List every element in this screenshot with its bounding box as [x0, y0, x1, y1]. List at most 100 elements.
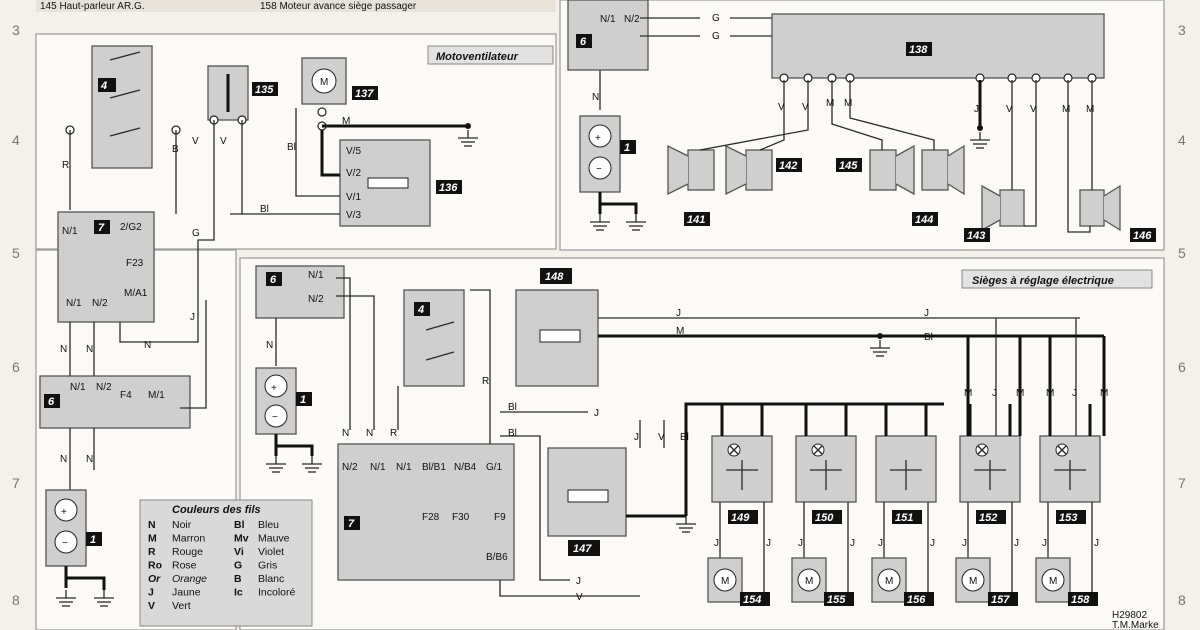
- motor-symbol: M: [969, 576, 977, 587]
- section-seats-title: Sièges à réglage électrique: [972, 275, 1114, 287]
- legend-name: Noir: [172, 519, 192, 531]
- svg-text:143: 143: [967, 230, 985, 242]
- motor-symbol: M: [885, 576, 893, 587]
- legend-title: Couleurs des fils: [172, 504, 261, 516]
- wire-label-seat-bus: M: [964, 388, 972, 399]
- wire-label-n-tr: N: [592, 92, 599, 103]
- svg-text:−: −: [62, 538, 68, 549]
- speaker-144: 144: [912, 144, 965, 226]
- wire-label-j-b1: J: [594, 408, 599, 419]
- header-left: 145 Haut-parleur AR.G.: [40, 1, 145, 12]
- wire-label-g-2: G: [712, 31, 720, 42]
- svg-text:+: +: [595, 133, 601, 144]
- wire-label-j-left: J: [190, 312, 195, 323]
- svg-text:−: −: [596, 164, 602, 175]
- svg-text:4: 4: [100, 80, 107, 92]
- wire-label-v-2: V: [220, 136, 227, 147]
- row-marker-6: 6: [12, 359, 20, 375]
- svg-text:N/1: N/1: [66, 298, 82, 309]
- svg-text:Bl/B1: Bl/B1: [422, 462, 446, 473]
- wire-label-v-tr-1: V: [778, 102, 785, 113]
- svg-text:+: +: [271, 383, 277, 394]
- svg-text:142: 142: [779, 160, 797, 172]
- section-fan-title: Motoventilateur: [436, 51, 519, 63]
- svg-text:N/1: N/1: [396, 462, 412, 473]
- svg-text:V/1: V/1: [346, 192, 361, 203]
- component-7-bottom: 7 N/2 N/1 N/1 Bl/B1 N/B4 G/1 F28 F30 F9 …: [337, 443, 515, 581]
- row-markers-left: 3 4 5 6 7 8: [12, 22, 20, 608]
- component-138: 138: [771, 13, 1105, 79]
- wire-label-j-module-2: J: [766, 538, 771, 549]
- speaker-142: 142: [725, 144, 802, 196]
- wire-label-bl-fan-2: Bl: [260, 204, 269, 215]
- wire-label-j-module-2: J: [1014, 538, 1019, 549]
- wire-label-v-1: V: [192, 136, 199, 147]
- legend-code: Vi: [234, 546, 244, 558]
- component-4-bottom: 4: [403, 289, 465, 387]
- legend-code: Mv: [234, 533, 249, 545]
- legend-code: G: [234, 560, 242, 572]
- row-marker-8: 8: [12, 592, 20, 608]
- svg-text:N/B4: N/B4: [454, 462, 477, 473]
- component-136-resistor: V/5 V/2 V/1 V/3 136: [339, 139, 462, 227]
- wire-label-j-module: J: [714, 538, 719, 549]
- component-6-bottom: 6 N/1 N/2: [255, 265, 345, 319]
- module-number: 153: [1059, 512, 1077, 524]
- component-135: 135: [207, 65, 278, 125]
- svg-text:146: 146: [1133, 230, 1152, 242]
- svg-text:N/2: N/2: [342, 462, 358, 473]
- wire-label-n-bl: N: [266, 340, 273, 351]
- motor-symbol: M: [805, 576, 813, 587]
- module-number: 150: [815, 512, 834, 524]
- svg-text:N/2: N/2: [96, 382, 112, 393]
- svg-text:V/5: V/5: [346, 146, 361, 157]
- component-147: 147: [547, 447, 627, 556]
- module-number: 151: [895, 512, 913, 524]
- svg-text:136: 136: [439, 182, 458, 194]
- footer-author: T.M.Marke: [1112, 620, 1159, 630]
- wire-label-m-tr-1: M: [826, 98, 834, 109]
- component-7-left: 7 N/1 2/G2 F23 M/A1 N/1 N/2: [57, 211, 155, 323]
- legend-name: Vert: [172, 600, 191, 612]
- motor-number: 158: [1071, 594, 1090, 606]
- svg-text:N/1: N/1: [370, 462, 386, 473]
- motor-number: 156: [907, 594, 926, 606]
- wire-label-r-top: R: [62, 160, 69, 171]
- wire-label-v-tr-4: V: [1030, 104, 1037, 115]
- svg-text:V/2: V/2: [346, 168, 361, 179]
- legend-code: J: [148, 587, 154, 599]
- component-148: 148: [515, 268, 599, 387]
- wire-label-j-module: J: [1042, 538, 1047, 549]
- svg-text:6: 6: [580, 36, 587, 48]
- row-marker-7-right: 7: [1178, 475, 1186, 491]
- wire-label-seat-bus: M: [1016, 388, 1024, 399]
- svg-text:N/1: N/1: [308, 270, 324, 281]
- svg-text:141: 141: [687, 214, 705, 226]
- wire-label-j-module: J: [798, 538, 803, 549]
- svg-text:1: 1: [624, 142, 630, 154]
- svg-text:138: 138: [909, 44, 928, 56]
- wire-label-g-1: G: [712, 13, 720, 24]
- legend-name: Orange: [172, 573, 207, 585]
- motor-symbol: M: [721, 576, 729, 587]
- wire-label-b-top: B: [172, 144, 179, 155]
- row-markers-right: 3 4 5 6 7 8: [1178, 22, 1186, 608]
- wire-label-n-left-4: N: [86, 454, 93, 465]
- svg-text:B/B6: B/B6: [486, 552, 508, 563]
- svg-text:N/2: N/2: [92, 298, 108, 309]
- legend-code: Ic: [234, 587, 243, 599]
- wire-label-v-tr-2: V: [802, 102, 809, 113]
- svg-text:7: 7: [98, 222, 105, 234]
- wire-label-j-module-2: J: [1094, 538, 1099, 549]
- speaker-143: 143: [964, 184, 1025, 242]
- speaker-145: 145: [836, 144, 915, 196]
- legend-name: Mauve: [258, 533, 290, 545]
- svg-text:7: 7: [348, 518, 355, 530]
- svg-text:M/A1: M/A1: [124, 288, 148, 299]
- svg-text:145: 145: [839, 160, 858, 172]
